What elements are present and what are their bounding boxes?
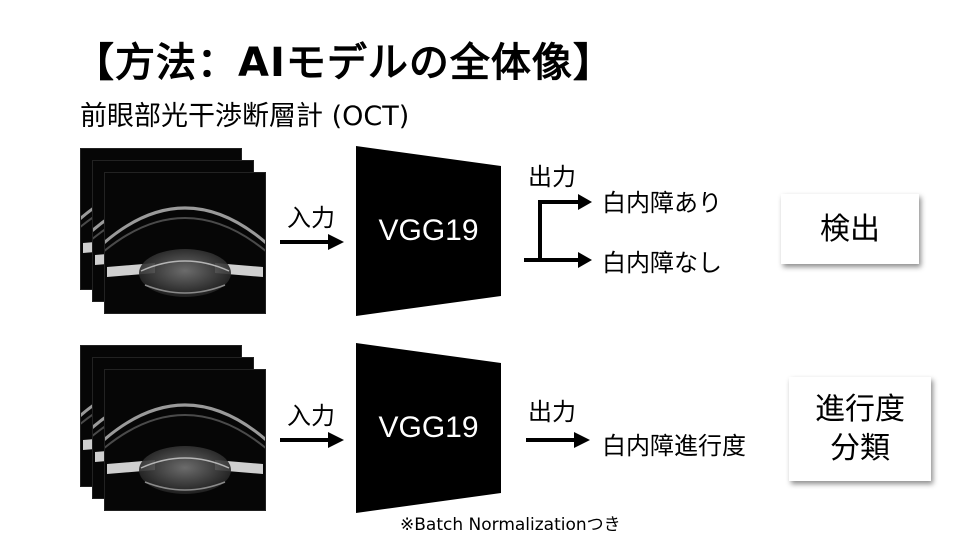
model-label: VGG19 <box>378 411 479 444</box>
oct-image-stack <box>80 148 270 318</box>
branch-arrow <box>524 194 592 268</box>
page-subtitle: 前眼部光干渉断層計 (OCT) <box>80 101 410 132</box>
input-arrow <box>280 234 344 250</box>
page-title: 【方法：AIモデルの全体像】 <box>74 40 614 86</box>
output-cataract-present: 白内障あり <box>602 189 722 217</box>
vgg19-block: VGG19 <box>356 343 501 513</box>
oct-image <box>104 369 266 511</box>
input-label: 入力 <box>287 204 335 232</box>
input-label: 入力 <box>287 402 335 430</box>
oct-image-stack <box>80 345 270 515</box>
oct-image <box>104 172 266 314</box>
model-label: VGG19 <box>378 214 479 247</box>
input-arrow <box>280 432 344 448</box>
output-label: 出力 <box>528 163 576 191</box>
output-cataract-absent: 白内障なし <box>602 249 722 277</box>
output-arrow <box>526 432 590 448</box>
output-label: 出力 <box>528 398 576 426</box>
output-cataract-grade: 白内障進行度 <box>602 432 746 460</box>
task-detection-box: 検出 <box>781 194 919 264</box>
vgg19-block: VGG19 <box>356 146 501 316</box>
footnote: ※Batch Normalizationつき <box>400 515 621 535</box>
task-grading-box: 進行度 分類 <box>789 377 931 481</box>
